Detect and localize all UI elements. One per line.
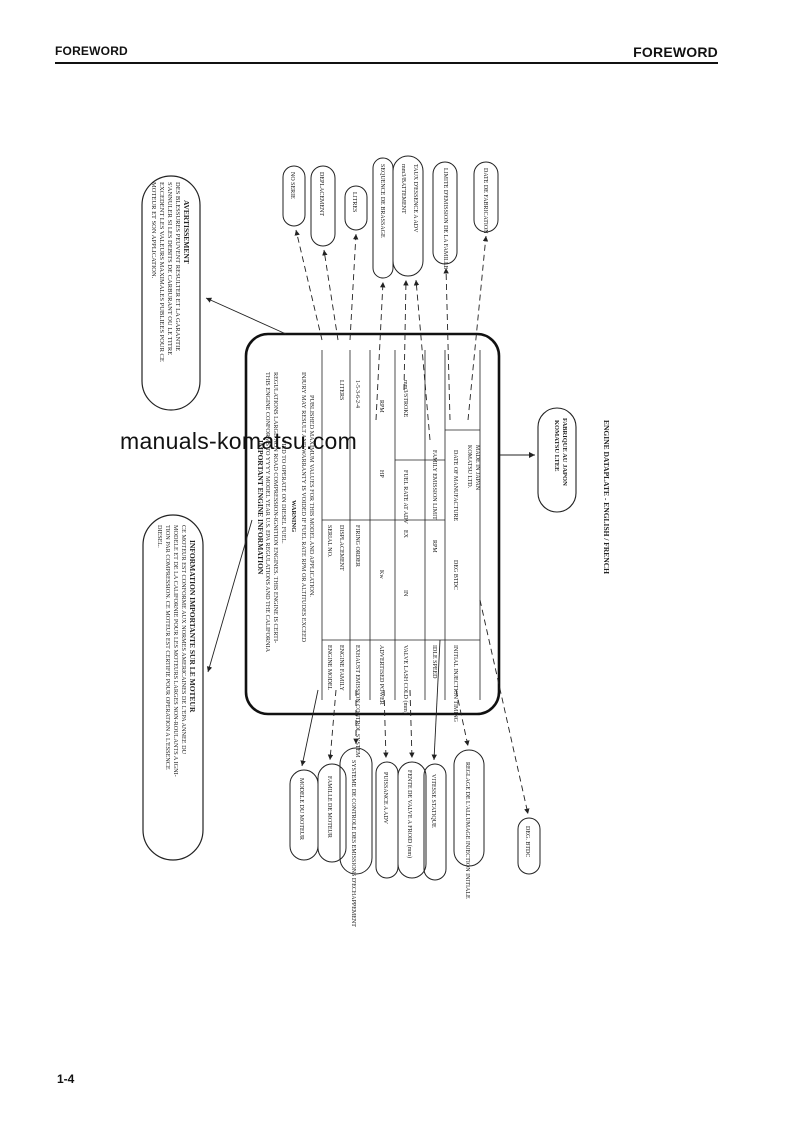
plate-in-label: IN bbox=[402, 590, 408, 597]
callout-top-2: DEPLACEMENT bbox=[318, 172, 324, 216]
info-fr-line-1: CE MOTEUR EST CONFORME AUX NORMES AMERIC… bbox=[180, 525, 187, 755]
plate-row-1-mid: SERIAL NO. bbox=[326, 525, 332, 558]
plate-row-2-mid: DISPLACEMENT bbox=[338, 525, 344, 571]
warning-fr-line-1: DES BLESSURES PEUVENT RESULTER ET LA GAR… bbox=[174, 182, 181, 351]
plate-warning-title: WARNING bbox=[290, 500, 297, 532]
callout-bottom-1: MODELE DU MOTEUR bbox=[298, 778, 304, 840]
plate-row-6-mid: RPM bbox=[431, 540, 437, 553]
plate-row-1-label: ENGINE MODEL bbox=[326, 645, 332, 690]
callout-bottom-2: FAMILLE DE MOTEUR bbox=[326, 776, 332, 838]
plate-row-3-value: 1-5-3-6-2-4 bbox=[354, 380, 360, 408]
plate-row-3-label: EXHAUST EMISSION CONTROL SYSTEM bbox=[354, 645, 360, 758]
plate-hp-label: HP bbox=[378, 470, 384, 478]
warning-fr-line-4: MOTEUR ET SON APPLICATION. bbox=[150, 182, 157, 279]
page-number: 1-4 bbox=[57, 1072, 75, 1086]
plate-row-2-value: LITERS bbox=[338, 380, 344, 400]
plate-stroke-label: mm3/STROKE bbox=[402, 380, 408, 418]
plate-row-6-label: IDLE SPEED bbox=[431, 645, 437, 679]
callout-bottom-3: SYSTEME DE CONTROLE DES EMISSIONS D'ECHA… bbox=[350, 760, 356, 927]
callout-top-6: TAUX D'ESSENCE A ADV bbox=[412, 164, 418, 233]
plate-row-7-label: INITIAL INJECTION TIMING bbox=[452, 645, 458, 723]
info-fr-title: INFORMATION IMPORTANTE SUR LE MOTEUR bbox=[188, 540, 197, 713]
figure-caption: ENGINE DATAPLATE - ENGLISH / FRENCH bbox=[602, 420, 611, 574]
plate-row-2-label: ENGINE FAMILY bbox=[338, 645, 344, 691]
info-fr-bubble bbox=[142, 514, 204, 861]
plate-row-5-mid: EX bbox=[402, 530, 408, 539]
plate-row-4-label: ADVERTISED POWER bbox=[378, 645, 384, 705]
plate-row-6-value: FAMILY EMISSION LIMIT bbox=[431, 450, 437, 520]
plate-row-7-value: DATE OF MANUFACTURE bbox=[452, 450, 458, 522]
plate-intro-1: THIS ENGINE CONFORMS TO YYYY MODEL YEAR … bbox=[264, 372, 271, 653]
callout-bottom-4: PUISSANCE A ADV bbox=[382, 772, 388, 825]
watermark-text: manuals-komatsu.com bbox=[120, 428, 358, 454]
warning-fr-line-3: EXCEDENT LES VALEURS MAXIMALES PUBLIEES … bbox=[158, 182, 165, 362]
plate-row-7-mid: DEG BTDC bbox=[452, 560, 458, 590]
warning-fr-title: AVERTISSEMENT bbox=[182, 200, 191, 264]
maker-fr-1: KOMATSU LTEE bbox=[553, 420, 560, 471]
plate-intro-3: FIED TO OPERATE ON DIESEL FUEL. bbox=[280, 440, 287, 544]
header-right-title: FOREWORD bbox=[633, 44, 718, 60]
plate-row-5-value: FUEL RATE AT ADV bbox=[402, 470, 408, 525]
callout-top-7: LIMITE D'EMISSION DE LA FAMILLE bbox=[442, 168, 448, 270]
callout-bottom-7: REGLAGE DE L'ALLUMAGE INJECTION INITIALE bbox=[464, 762, 470, 899]
plate-row-4-mid: Kw bbox=[378, 570, 384, 579]
header-rule bbox=[55, 62, 718, 64]
plate-row-4-value: RPM bbox=[378, 400, 384, 413]
callout-top-3: LITRES bbox=[351, 192, 357, 212]
warning-fr-bubble bbox=[141, 175, 201, 411]
callout-bottom-5: FENTE DE VALVE A FROID (mm) bbox=[406, 770, 413, 858]
dataplate-border bbox=[244, 332, 501, 716]
info-fr-line-4: DIESEL. bbox=[156, 525, 163, 548]
plate-intro-2: REGULATIONS LARGE NON ROAD COMPRESSION-I… bbox=[272, 372, 279, 643]
callout-top-5: mm3/BATTEMENT bbox=[400, 164, 406, 214]
callout-top-8: DATE DE FABRICATION bbox=[482, 168, 488, 234]
info-fr-line-2: MODELE ET DE LA CALIFORNIE POUR LES MOTE… bbox=[172, 525, 179, 777]
plate-title: IMPORTANT ENGINE INFORMATION bbox=[256, 440, 265, 575]
plate-maker-2: MADE IN JAPAN bbox=[474, 445, 480, 491]
warning-fr-line-2: S'ANNULER SI LES DEBITS DE CARBURANT OU … bbox=[166, 182, 173, 355]
header-left-title: FOREWORD bbox=[55, 44, 128, 58]
maker-fr-2: FABRIQUE AU JAPON bbox=[561, 418, 568, 486]
plate-warning-1: INJURY MAY RESULT AND WARRANTY IS VOIDED… bbox=[300, 372, 307, 643]
callout-bottom-6: VITESSE STATIQUE bbox=[430, 774, 436, 828]
plate-row-5-label: VALVE LASH COLD (mm) bbox=[402, 645, 409, 714]
maker-fr-bubble bbox=[537, 407, 577, 513]
callout-top-4: SEQUENCE DE BRASSAGE bbox=[379, 164, 385, 238]
plate-warning-2: PUBLISHED MAXIMUM VALUES FOR THIS MODEL … bbox=[308, 395, 315, 597]
callout-bottom-8: DEG. BTDC bbox=[524, 826, 530, 857]
plate-row-3-mid: FIRING ORDER bbox=[354, 525, 360, 567]
info-fr-line-3: TION PAR COMPRESSION. CE MOTEUR EST CERT… bbox=[164, 525, 171, 770]
callout-top-1: NO SERIE bbox=[289, 172, 295, 199]
plate-maker-1: KOMATSU LTD. bbox=[466, 445, 472, 489]
